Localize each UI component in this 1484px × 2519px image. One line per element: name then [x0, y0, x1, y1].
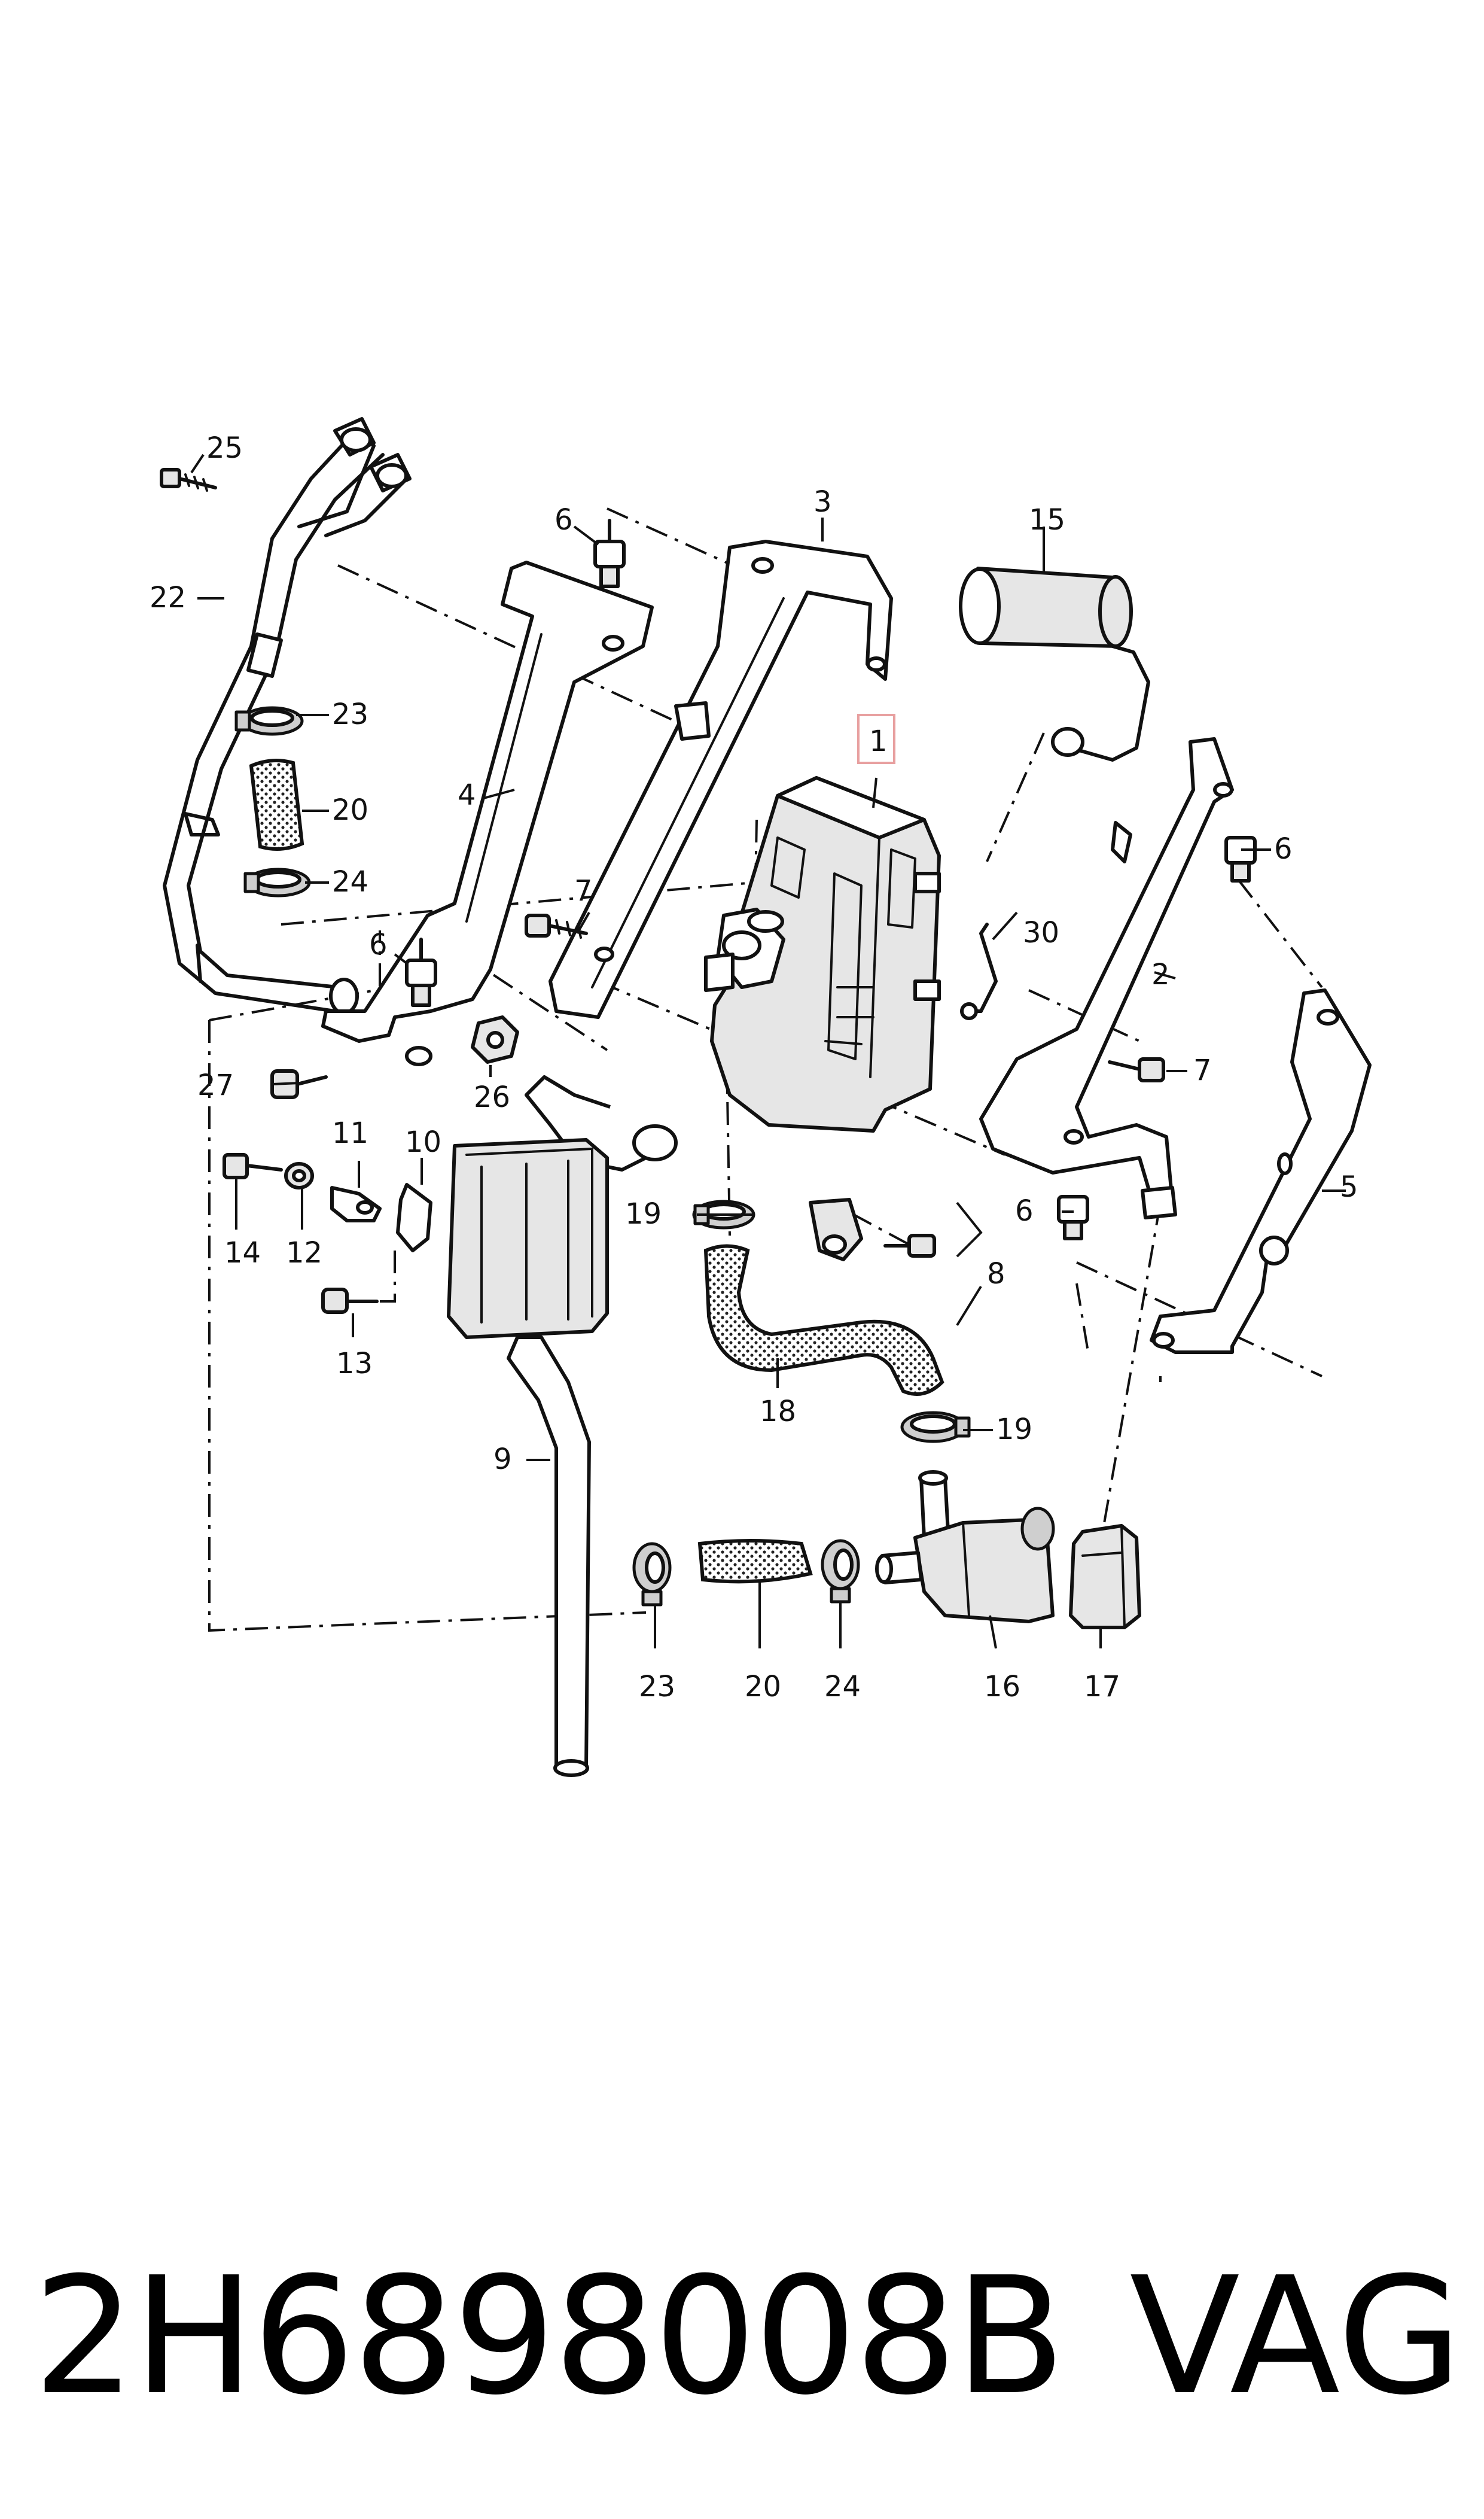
part-25-bolt: [160, 468, 217, 492]
part-6-stud-top: [593, 519, 626, 588]
callout-23-upper: 23: [332, 698, 368, 731]
part-2-bracket: [979, 737, 1234, 1219]
part-11-bracket-clip: [330, 1186, 382, 1222]
part-8-sensor: [809, 1198, 936, 1261]
part-19-clamp-lower: [900, 1411, 971, 1443]
callout-30: 30: [1023, 916, 1059, 950]
part-7-bolt-right: [1108, 1057, 1165, 1082]
part-1-heater-unit: [704, 776, 941, 1133]
callout-27: 27: [197, 1069, 234, 1102]
callout-2: 2: [1151, 958, 1170, 991]
callout-labels: 1 2 3 4 5 6 6 6 6 7 7 8 9 10 11 12 13 14…: [150, 431, 1358, 1703]
parts-exploded-diagram: 1 2 3 4 5 6 6 6 6 7 7 8 9 10 11 12 13 14…: [150, 417, 1372, 1777]
part-18-hose: [703, 1244, 944, 1396]
part-30-cable: [960, 923, 998, 1020]
part-23-clamp-upper: [234, 706, 304, 736]
part-number: 2H6898008B: [33, 2242, 1066, 2430]
part-23-clamp-lower: [632, 1542, 672, 1607]
callout-1: 1: [869, 725, 888, 758]
callout-6-right-top: 6: [1274, 832, 1293, 866]
callout-15: 15: [1029, 503, 1065, 537]
part-14-bolt: [223, 1153, 283, 1179]
callout-20-upper: 20: [332, 793, 368, 827]
callout-4: 4: [458, 778, 476, 812]
callout-14: 14: [224, 1236, 261, 1270]
callout-24-lower: 24: [824, 1670, 861, 1703]
callout-23-lower: 23: [639, 1670, 675, 1703]
callout-13: 13: [336, 1347, 373, 1380]
callout-19-lower: 19: [996, 1413, 1032, 1446]
callout-22: 22: [150, 581, 186, 614]
callout-5: 5: [1340, 1170, 1358, 1204]
footer: 2H6898008B VAG: [33, 2250, 1462, 2423]
callout-6-left: 6: [369, 928, 388, 962]
callout-7-right: 7: [1193, 1054, 1212, 1087]
part-10-bracket: [396, 1183, 432, 1252]
part-13-bolt: [321, 1288, 379, 1314]
part-5-bracket: [1150, 988, 1372, 1354]
part-24-clamp-lower: [821, 1539, 860, 1604]
part-22-coolant-pipe: [163, 417, 412, 1015]
part-6-stud-right-top: [1224, 836, 1257, 883]
callout-16: 16: [984, 1670, 1020, 1703]
part-17-connector: [1069, 1524, 1141, 1629]
part-20-hose-upper: [249, 759, 304, 851]
part-7-bolt-left: [525, 914, 588, 939]
part-24-clamp-upper: [243, 868, 311, 898]
callout-12: 12: [286, 1236, 322, 1270]
callout-7-left: 7: [574, 874, 593, 908]
part-15-canister: [959, 567, 1150, 762]
leader-lines: [190, 454, 1346, 1649]
callout-25: 25: [206, 431, 243, 465]
callout-9: 9: [493, 1443, 512, 1476]
callout-24-upper: 24: [332, 865, 368, 899]
callout-11: 11: [332, 1116, 368, 1150]
part-9-auxiliary-heater: [447, 1075, 678, 1777]
callout-10: 10: [405, 1125, 441, 1159]
callout-26: 26: [474, 1081, 510, 1114]
part-16-coolant-pump: [875, 1470, 1055, 1623]
callout-6-right-bottom: 6: [1015, 1194, 1034, 1228]
part-26-nut: [471, 1015, 519, 1064]
part-12-washer: [284, 1162, 314, 1189]
brand-name: VAG: [1129, 2242, 1462, 2430]
part-6-stud-left: [405, 938, 437, 1007]
part-4-bracket: [321, 561, 654, 1066]
part-6-stud-right-bottom: [1057, 1195, 1089, 1240]
callout-18: 18: [760, 1395, 796, 1428]
callout-20-lower: 20: [745, 1670, 781, 1703]
highlight-box: [857, 714, 895, 764]
callout-19-upper: 19: [625, 1197, 662, 1231]
part-3-bracket: [548, 540, 893, 1019]
callout-3: 3: [813, 485, 832, 519]
callout-8: 8: [987, 1257, 1005, 1291]
part-20-hose-lower: [697, 1539, 813, 1584]
callout-17: 17: [1084, 1670, 1120, 1703]
callout-6-top: 6: [554, 503, 573, 537]
